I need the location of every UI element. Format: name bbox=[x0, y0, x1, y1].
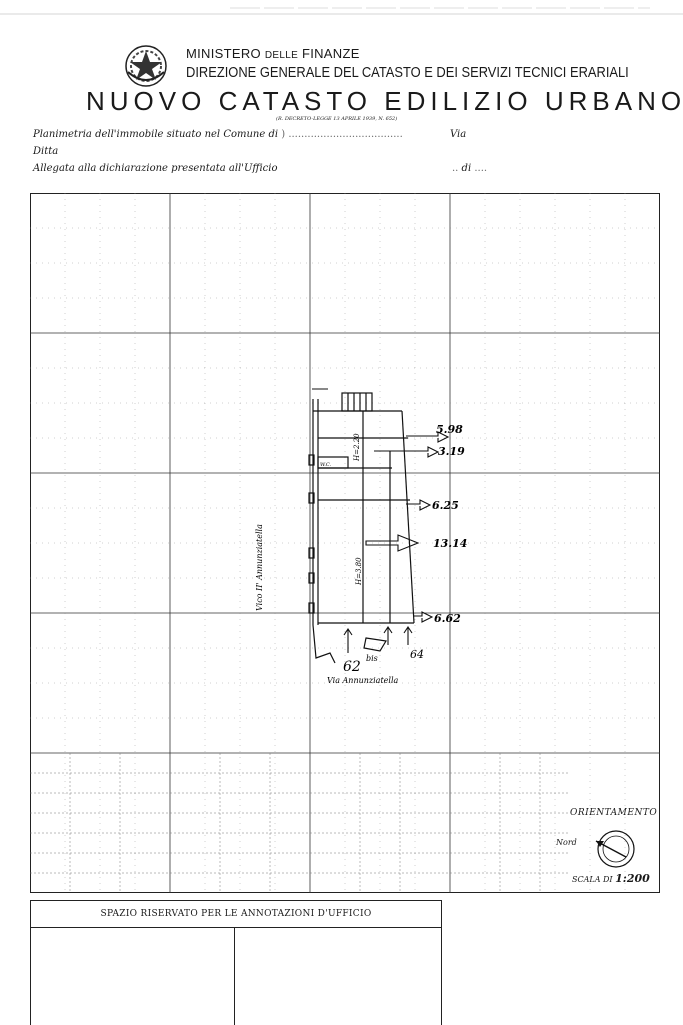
annotations-title: SPAZIO RISERVATO PER LE ANNOTAZIONI D'UF… bbox=[30, 900, 442, 928]
ministry-finanze: FINANZE bbox=[301, 46, 360, 61]
nuovo-catasto-title: NUOVO CATASTO EDILIZIO URBANO bbox=[86, 86, 683, 116]
entrance-arrow-1-icon bbox=[343, 628, 353, 653]
dimension-1314: 13.14 bbox=[433, 537, 467, 550]
arrow-319-icon bbox=[374, 446, 440, 458]
compass-icon bbox=[595, 830, 635, 868]
planimetria-label: Planimetria dell'immobile situato nel Co… bbox=[33, 129, 279, 140]
scale-label: SCALA DI 1:200 bbox=[572, 872, 650, 885]
decreto-reference: (R. DECRETO-LEGGE 13 APRILE 1939, N. 652… bbox=[276, 116, 398, 122]
entrance-arrow-2-icon bbox=[383, 626, 393, 645]
republic-emblem-icon bbox=[125, 45, 167, 87]
entrance-number-64: 64 bbox=[410, 648, 424, 661]
dimension-arrows bbox=[343, 431, 450, 653]
height-lower-label: H=3.80 bbox=[355, 557, 363, 586]
plan-lower-texture bbox=[30, 753, 570, 893]
annotations-divider bbox=[234, 928, 235, 1025]
arrow-625-icon bbox=[406, 499, 432, 511]
arrow-1314-icon bbox=[365, 534, 420, 552]
height-upper-label: H=2.20 bbox=[353, 433, 361, 462]
scan-top-strip bbox=[0, 2, 683, 16]
ditta-label: Ditta bbox=[33, 146, 59, 157]
planimetria-row: Planimetria dell'immobile situato nel Co… bbox=[33, 129, 403, 140]
di-row: .. di .... bbox=[452, 163, 488, 174]
street-bottom-label: Via Annunziatella bbox=[327, 676, 399, 685]
di-label: di bbox=[461, 163, 472, 174]
allegata-row: Allegata alla dichiarazione presentata a… bbox=[33, 163, 278, 174]
direzione-title: DIREZIONE GENERALE DEL CATASTO E DEI SER… bbox=[186, 64, 629, 81]
building-outline bbox=[308, 392, 415, 664]
scan-top-lines-icon bbox=[0, 7, 683, 15]
wc-label: W.C. bbox=[320, 462, 332, 468]
entrance-bis-label: bis bbox=[366, 654, 378, 663]
entrance-arrow-3-icon bbox=[403, 626, 413, 645]
scale-prefix: SCALA DI bbox=[572, 875, 613, 884]
ministry-delle: DELLE bbox=[264, 50, 299, 61]
street-left-label: Vico II' Annunziatella bbox=[255, 524, 264, 611]
dimension-662: 6.62 bbox=[434, 612, 461, 625]
annotations-box bbox=[30, 900, 442, 1025]
via-label: Via bbox=[450, 129, 467, 140]
ministry-title: MINISTERO DELLE FINANZE bbox=[186, 46, 360, 61]
nord-label: Nord bbox=[556, 838, 577, 847]
arrow-662-icon bbox=[414, 611, 434, 623]
ministry-prefix: MINISTERO bbox=[186, 46, 261, 61]
dimension-625: 6.25 bbox=[432, 499, 459, 512]
dimension-598: 5.98 bbox=[436, 423, 463, 436]
orientamento-label: ORIENTAMENTO bbox=[570, 808, 658, 818]
scale-value: 1:200 bbox=[615, 872, 650, 885]
floor-plan-sheet: 5.98 3.19 6.25 13.14 6.62 H=2.20 H=3.80 … bbox=[30, 193, 660, 893]
dimension-319: 3.19 bbox=[438, 445, 465, 458]
plan-minor-grid bbox=[30, 193, 660, 893]
entrance-number-62: 62 bbox=[343, 659, 361, 675]
comune-dotted-field: ) .................................... bbox=[281, 129, 403, 140]
arrow-598-icon bbox=[406, 431, 450, 443]
allegata-label: Allegata alla dichiarazione presentata a… bbox=[33, 163, 278, 174]
